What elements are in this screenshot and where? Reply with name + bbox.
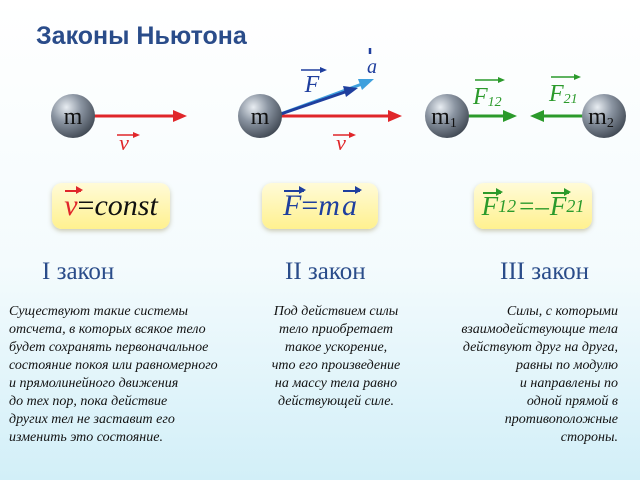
formula-eq-1: = bbox=[77, 189, 95, 222]
ball-m2 bbox=[582, 94, 626, 138]
law-title-1: I закон bbox=[42, 258, 115, 285]
law-text-2: Под действием силы тело приобретает тако… bbox=[271, 304, 401, 409]
formula-F: F bbox=[283, 186, 307, 222]
ball-m1-label: m1 bbox=[431, 104, 457, 131]
f-label: F bbox=[304, 72, 320, 98]
formula-eq-2: = bbox=[301, 189, 319, 222]
f12-vector-bar-head bbox=[498, 77, 505, 83]
force-arrow-head bbox=[343, 86, 358, 97]
f-vector-bar-head bbox=[320, 67, 327, 73]
f12-label: F12 bbox=[472, 84, 502, 110]
velocity-arrow-1-head bbox=[173, 110, 187, 122]
formula-v: v bbox=[64, 186, 83, 222]
v-vector-bar-1-head bbox=[133, 132, 140, 138]
formula-F21-sub: 21 bbox=[566, 195, 585, 216]
formula-F12: F bbox=[481, 187, 503, 221]
velocity-arrow-2-head bbox=[388, 110, 402, 122]
newton-diagram: m v m F a v m1 m2 F12 F21 bbox=[51, 48, 626, 155]
f21-vector-bar-head bbox=[574, 74, 581, 80]
v-label-1: v bbox=[119, 130, 129, 155]
force-21-arrow-head bbox=[530, 110, 544, 122]
v-label-2: v bbox=[336, 130, 346, 155]
ball-m-2 bbox=[238, 94, 282, 138]
law-text-3: Силы, с которыми взаимодействующие тела … bbox=[461, 304, 618, 445]
ball-m2-label: m2 bbox=[588, 104, 614, 131]
formula-minus: – bbox=[535, 190, 549, 221]
ball-m1 bbox=[425, 94, 469, 138]
law-title-3: III закон bbox=[500, 258, 589, 285]
acceleration-arrow-head bbox=[358, 79, 374, 90]
formula-const: const bbox=[94, 189, 158, 222]
formula-F12-sub: 12 bbox=[498, 195, 517, 216]
ball-m-2-label: m bbox=[251, 104, 270, 130]
force-arrow bbox=[274, 89, 349, 118]
a-label: a bbox=[367, 56, 377, 78]
page-title: Законы Ньютона bbox=[36, 22, 247, 50]
law-text-1: Существуют такие системы отсчета, в кото… bbox=[9, 304, 218, 445]
force-12-arrow-head bbox=[503, 110, 517, 122]
formula-eq-3: = bbox=[519, 190, 535, 221]
formula-first-law: v=const bbox=[52, 183, 170, 229]
f21-label: F21 bbox=[548, 81, 578, 107]
formula-F21: F bbox=[549, 187, 571, 221]
formula-m: m bbox=[318, 189, 340, 222]
ball-m-1 bbox=[51, 94, 95, 138]
formula-a: a bbox=[341, 186, 362, 222]
v-vector-bar-2-head bbox=[349, 132, 356, 138]
law-title-2: II закон bbox=[285, 258, 366, 285]
ball-m-1-label: m bbox=[64, 104, 83, 130]
